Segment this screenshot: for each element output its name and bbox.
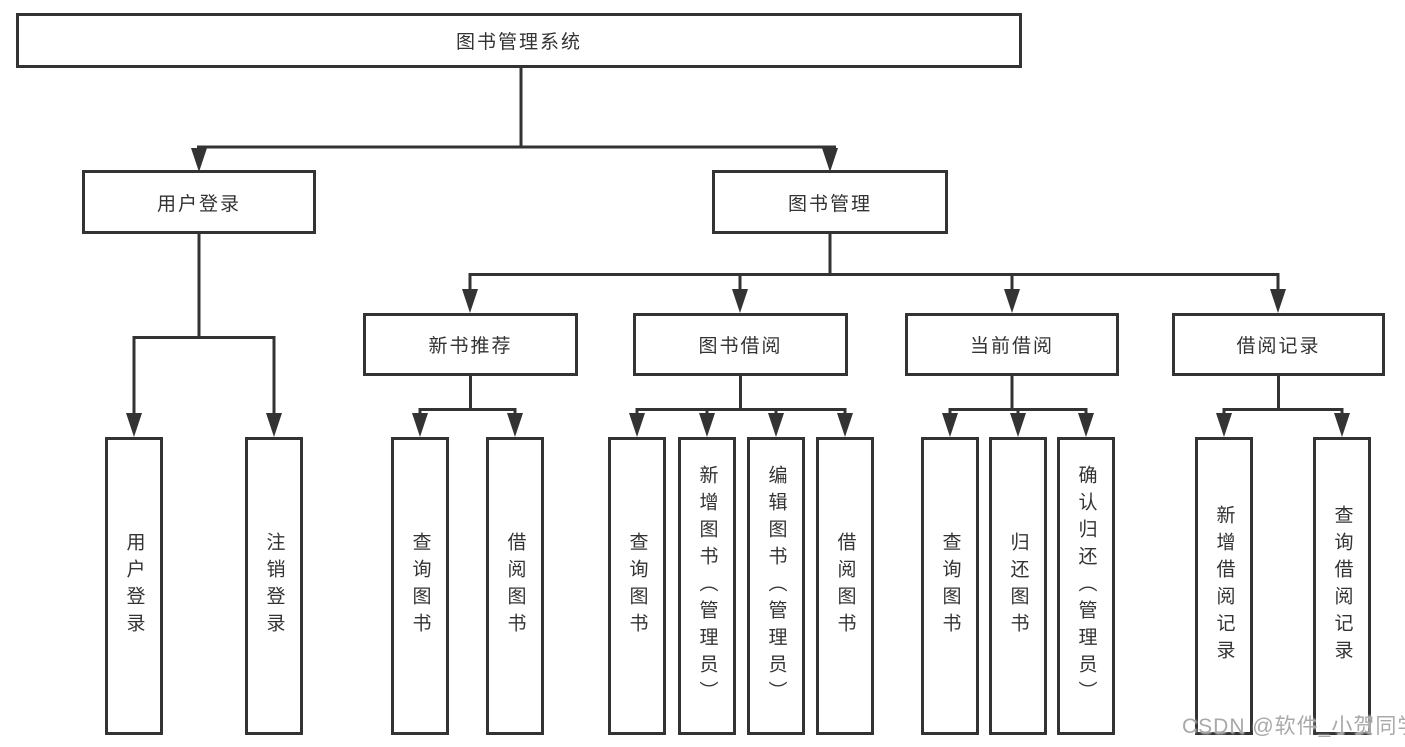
leaf-bb-edit-books-admin: 编辑图书（管理员） (747, 437, 805, 735)
leaf-bb-borrow-books-label: 借阅图书 (834, 532, 856, 640)
arrowhead-current-borrow (1004, 289, 1020, 313)
arrowhead-leaf-cb-query (942, 413, 958, 437)
leaf-cb-return-books-label: 归还图书 (1007, 532, 1029, 640)
arrowhead-leaf-br-add (1216, 413, 1232, 437)
node-new-book-rec: 新书推荐 (363, 313, 578, 376)
node-current-borrow-label: 当前借阅 (969, 336, 1054, 357)
connector-root-to-level2 (197, 66, 836, 152)
leaf-br-query-record: 查询借阅记录 (1313, 437, 1371, 735)
arrowhead-leaf-bb-add (699, 413, 715, 437)
leaf-bb-query-books-label: 查询图书 (626, 532, 648, 640)
arrowhead-leaf-nbr-borrow (507, 413, 523, 437)
arrowhead-leaf-user-login (126, 413, 142, 437)
leaf-bb-add-books-admin-label: 新增图书（管理员） (696, 464, 718, 708)
connector-borrow-record-to-leaves (1222, 375, 1344, 416)
node-book-borrow: 图书借阅 (633, 313, 848, 376)
arrowhead-book-borrow (732, 289, 748, 313)
leaf-br-add-record: 新增借阅记录 (1195, 437, 1253, 735)
node-borrow-record-label: 借阅记录 (1236, 336, 1321, 357)
node-new-book-rec-label: 新书推荐 (428, 336, 513, 357)
arrowhead-book-mgmt (822, 148, 838, 172)
arrowhead-new-book-rec (462, 289, 478, 313)
csdn-watermark: CSDN @软件_小贺同学 (1182, 715, 1405, 738)
leaf-cb-query-books-label: 查询图书 (939, 532, 961, 640)
connector-book-borrow-to-leaves (635, 375, 847, 416)
arrowhead-leaf-nbr-query (412, 413, 428, 437)
leaf-cb-return-books: 归还图书 (989, 437, 1047, 735)
connector-new-book-rec-to-leaves (418, 375, 517, 416)
node-user-login-label: 用户登录 (156, 193, 241, 215)
node-book-mgmt: 图书管理 (712, 170, 948, 234)
node-book-borrow-label: 图书借阅 (698, 336, 783, 357)
node-root: 图书管理系统 (16, 13, 1022, 68)
arrowhead-leaf-cb-return (1010, 413, 1026, 437)
node-root-label: 图书管理系统 (455, 32, 582, 53)
leaf-nbr-borrow-books: 借阅图书 (486, 437, 544, 735)
connector-current-borrow-to-leaves (948, 375, 1088, 416)
arrowhead-borrow-record (1270, 289, 1286, 313)
arrowhead-leaf-bb-borrow (837, 413, 853, 437)
arrowhead-leaf-bb-edit (768, 413, 784, 437)
arrowhead-leaf-bb-query (629, 413, 645, 437)
leaf-user-login-label: 用户登录 (123, 532, 145, 640)
node-book-mgmt-label: 图书管理 (787, 193, 872, 215)
connector-book-mgmt-to-level3 (468, 233, 1280, 292)
leaf-nbr-borrow-books-label: 借阅图书 (504, 532, 526, 640)
leaf-br-add-record-label: 新增借阅记录 (1213, 505, 1235, 667)
leaf-logout-label: 注销登录 (263, 532, 285, 640)
arrowhead-leaf-logout (266, 413, 282, 437)
leaf-cb-confirm-return-admin: 确认归还（管理员） (1057, 437, 1115, 735)
node-current-borrow: 当前借阅 (905, 313, 1119, 376)
leaf-logout: 注销登录 (245, 437, 303, 735)
leaf-bb-edit-books-admin-label: 编辑图书（管理员） (765, 464, 787, 708)
leaf-bb-add-books-admin: 新增图书（管理员） (678, 437, 736, 735)
arrowhead-leaf-cb-confirm (1078, 413, 1094, 437)
leaf-nbr-query-books-label: 查询图书 (409, 532, 431, 640)
arrowhead-user-login (191, 148, 207, 172)
leaf-bb-query-books: 查询图书 (608, 437, 666, 735)
leaf-user-login: 用户登录 (105, 437, 163, 735)
connector-user-login-to-leaves (132, 233, 276, 416)
leaf-cb-query-books: 查询图书 (921, 437, 979, 735)
leaf-br-query-record-label: 查询借阅记录 (1331, 505, 1353, 667)
leaf-nbr-query-books: 查询图书 (391, 437, 449, 735)
arrowhead-leaf-br-query (1334, 413, 1350, 437)
node-borrow-record: 借阅记录 (1172, 313, 1385, 376)
node-user-login: 用户登录 (82, 170, 316, 234)
leaf-cb-confirm-return-admin-label: 确认归还（管理员） (1075, 464, 1097, 708)
leaf-bb-borrow-books: 借阅图书 (816, 437, 874, 735)
